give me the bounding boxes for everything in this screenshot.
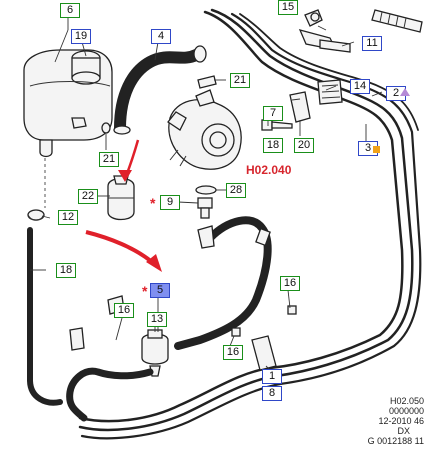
fluid-reservoir: [23, 49, 113, 158]
callout-11[interactable]: 11: [362, 36, 382, 51]
callout-7[interactable]: 7: [263, 106, 283, 121]
footer-line-4: DX: [397, 426, 410, 436]
lower-bracket: [69, 305, 297, 371]
return-hose-inner: [28, 228, 62, 405]
callout-21[interactable]: 22: [78, 189, 98, 204]
pressure-hose: [174, 216, 272, 350]
callout-13[interactable]: 13: [147, 312, 167, 327]
bolt-17: [261, 119, 293, 131]
callout-5-highlighted[interactable]: 5: [150, 283, 170, 298]
reference-code: H02.040: [246, 163, 292, 177]
footer-line-1: H02.050: [389, 396, 424, 406]
footer-line-5: G 0012188 11: [367, 436, 424, 446]
banjo-fitting-9: [197, 197, 213, 219]
footer-line-3: 12-2010 46: [378, 416, 424, 426]
return-hose: [27, 227, 63, 406]
callout-20[interactable]: 20: [294, 138, 314, 153]
callout-22b[interactable]: 21: [99, 152, 119, 167]
red-annotation-arrows: [85, 139, 162, 272]
asterisk-marker-5: *: [142, 283, 148, 299]
callout-16c[interactable]: 16: [223, 345, 243, 360]
callout-28[interactable]: 28: [226, 183, 246, 198]
callout-14[interactable]: 14: [350, 79, 370, 94]
o-ring-28: [195, 185, 217, 195]
suction-hose: [113, 45, 207, 135]
callout-15[interactable]: 15: [278, 0, 298, 15]
main-pressure-lines: [78, 8, 422, 440]
callout-8[interactable]: 8: [262, 386, 282, 401]
asterisk-marker-9: *: [150, 195, 156, 211]
lower-hose-loop: [66, 367, 154, 422]
clip-22: [197, 75, 217, 89]
clip-21: [107, 175, 135, 221]
callout-16a[interactable]: 16: [280, 276, 300, 291]
callout-16b[interactable]: 16: [114, 303, 134, 318]
small-clamp: [101, 122, 111, 134]
callout-1[interactable]: 1: [262, 369, 282, 384]
triangle-marker: [400, 88, 410, 96]
footer-line-2: 0000000: [388, 406, 424, 416]
callout-17[interactable]: 18: [263, 138, 283, 153]
callout-18[interactable]: 18: [56, 263, 76, 278]
orange-square-marker: [373, 146, 380, 153]
callout-9[interactable]: 9: [160, 195, 180, 210]
hose-clip-12: [27, 209, 45, 221]
upper-right-fittings: [298, 9, 423, 53]
power-steering-pump: [167, 89, 242, 170]
bracket: [289, 91, 311, 123]
callout-19[interactable]: 19: [71, 29, 91, 44]
callout-4[interactable]: 4: [151, 29, 171, 44]
callout-22[interactable]: 21: [230, 73, 250, 88]
callout-6[interactable]: 6: [60, 3, 80, 18]
line-clamp: [317, 79, 343, 105]
callout-12[interactable]: 12: [58, 210, 78, 225]
